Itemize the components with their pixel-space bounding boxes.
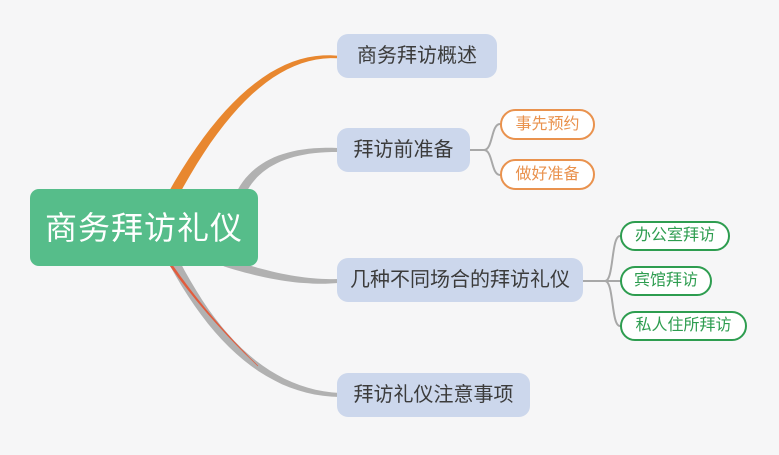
child-advance-appointment[interactable]: 事先预约 xyxy=(500,109,595,140)
branch-preparation[interactable]: 拜访前准备 xyxy=(337,128,470,172)
branch-overview[interactable]: 商务拜访概述 xyxy=(337,34,497,78)
branch-accent-red-line xyxy=(164,257,259,367)
branch-curve-occasions xyxy=(223,257,339,284)
child-hotel-visit[interactable]: 宾馆拜访 xyxy=(620,266,712,296)
child-office-visit[interactable]: 办公室拜访 xyxy=(620,221,730,251)
link-to-private-residence-visit xyxy=(604,280,621,327)
link-to-advance-appointment xyxy=(483,123,501,151)
branch-notes[interactable]: 拜访礼仪注意事项 xyxy=(337,373,530,417)
child-good-preparation[interactable]: 做好准备 xyxy=(500,159,595,190)
root-node[interactable]: 商务拜访礼仪 xyxy=(30,189,258,266)
link-to-good-preparation xyxy=(483,149,501,176)
branch-occasions[interactable]: 几种不同场合的拜访礼仪 xyxy=(337,258,583,302)
link-to-office-visit xyxy=(604,235,621,282)
child-private-residence-visit[interactable]: 私人住所拜访 xyxy=(620,311,747,341)
